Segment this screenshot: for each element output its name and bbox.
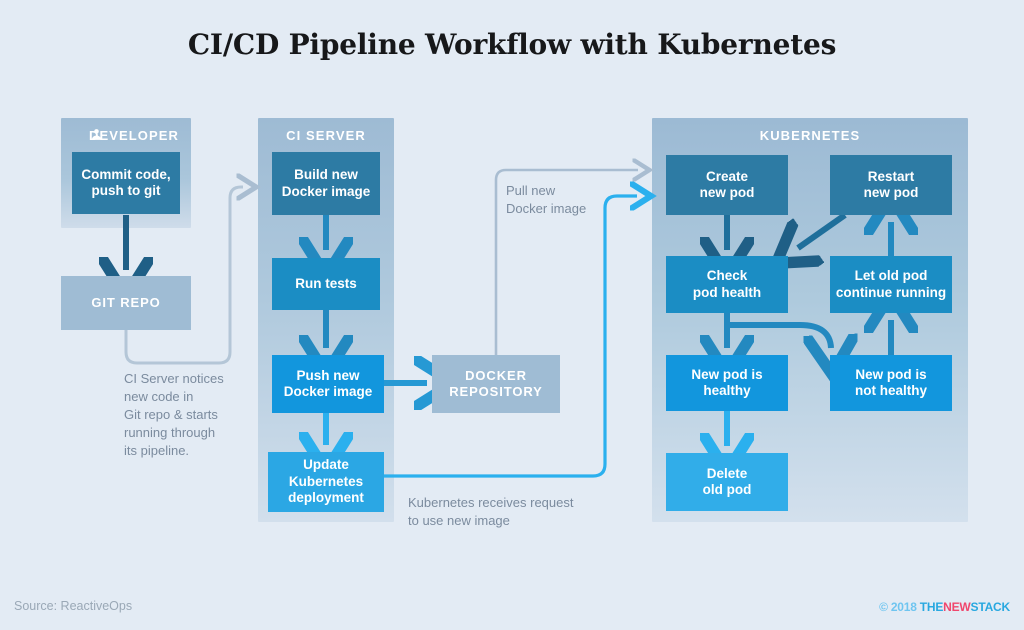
source-note: Source: ReactiveOps (14, 599, 133, 613)
arrow-restartpod-to-checkhealth (798, 212, 847, 248)
box-git-repo[interactable]: GIT REPO (61, 276, 191, 330)
panel-developer-label: DEVELOPER (88, 128, 180, 143)
box-run-tests[interactable]: Run tests (272, 258, 380, 310)
brand-new: NEW (943, 600, 971, 614)
box-run-tests-label: Run tests (295, 275, 357, 291)
brand-stack: STACK (970, 600, 1011, 614)
panel-kubernetes-label: KUBERNETES (759, 128, 861, 143)
connector-dockerrepo-pull-image (494, 170, 638, 355)
page-title: CI/CD Pipeline Workflow with Kubernetes (187, 28, 837, 61)
arrow-checkhealth-to-podnothealthy (727, 322, 831, 348)
copyright-year: © 2018 (879, 600, 917, 614)
brand-the: THE (919, 600, 944, 614)
user-icon (91, 129, 102, 140)
box-commit-code-label: Commit code,push to git (81, 166, 171, 198)
box-git-repo-label: GIT REPO (91, 295, 161, 311)
panel-ci-server-label: CI SERVER (286, 128, 366, 143)
connector-gitrepo-to-ciserver (124, 187, 243, 365)
box-commit-code[interactable]: Commit code,push to git (72, 152, 180, 214)
connector-update-to-kubernetes (384, 196, 637, 478)
